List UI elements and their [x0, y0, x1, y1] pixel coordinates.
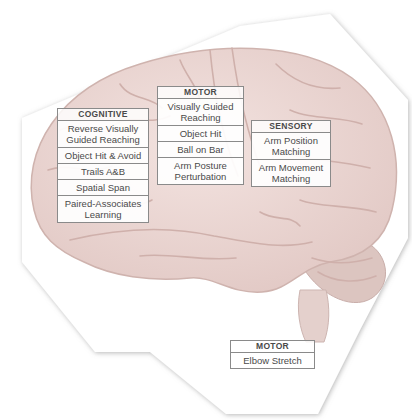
- test-box: Object Hit: [158, 125, 243, 141]
- test-box: Reverse Visually Guided Reaching: [58, 120, 148, 147]
- test-name: Arm Movement Matching: [259, 162, 323, 184]
- backdrop-panel: [22, 14, 408, 414]
- category-panel: MOTOR Visually Guided ReachingObject HitB…: [157, 86, 244, 185]
- test-name: Elbow Stretch: [243, 355, 302, 366]
- test-box: Elbow Stretch: [231, 352, 314, 368]
- test-name: Trails A&B: [81, 166, 125, 177]
- test-box: Arm Position Matching: [252, 132, 330, 159]
- test-name: Ball on Bar: [177, 144, 223, 155]
- test-name: Spatial Span: [76, 182, 130, 193]
- category-heading: COGNITIVE: [58, 109, 148, 120]
- test-box: Trails A&B: [58, 163, 148, 179]
- test-box: Object Hit & Avoid: [58, 147, 148, 163]
- test-box: Paired-Associates Learning: [58, 195, 148, 222]
- test-box: Arm Posture Perturbation: [158, 157, 243, 184]
- brain: [31, 48, 396, 342]
- category-heading: MOTOR: [231, 341, 314, 352]
- test-name: Reverse Visually Guided Reaching: [66, 123, 139, 145]
- test-name: Visually Guided Reaching: [168, 101, 234, 123]
- category-heading: MOTOR: [158, 87, 243, 98]
- test-box: Ball on Bar: [158, 141, 243, 157]
- test-box: Spatial Span: [58, 179, 148, 195]
- category-heading: SENSORY: [252, 121, 330, 132]
- test-name: Object Hit & Avoid: [65, 150, 141, 161]
- test-name: Arm Position Matching: [264, 135, 318, 157]
- test-box: Visually Guided Reaching: [158, 98, 243, 125]
- test-name: Object Hit: [180, 128, 222, 139]
- test-name: Arm Posture Perturbation: [174, 160, 227, 182]
- category-panel: SENSORY Arm Position MatchingArm Movement…: [251, 120, 331, 187]
- test-name: Paired-Associates Learning: [65, 198, 142, 220]
- test-box: Arm Movement Matching: [252, 159, 330, 186]
- category-panel: MOTOR Elbow Stretch: [230, 340, 315, 369]
- category-panel: COGNITIVE Reverse Visually Guided Reachin…: [57, 108, 149, 223]
